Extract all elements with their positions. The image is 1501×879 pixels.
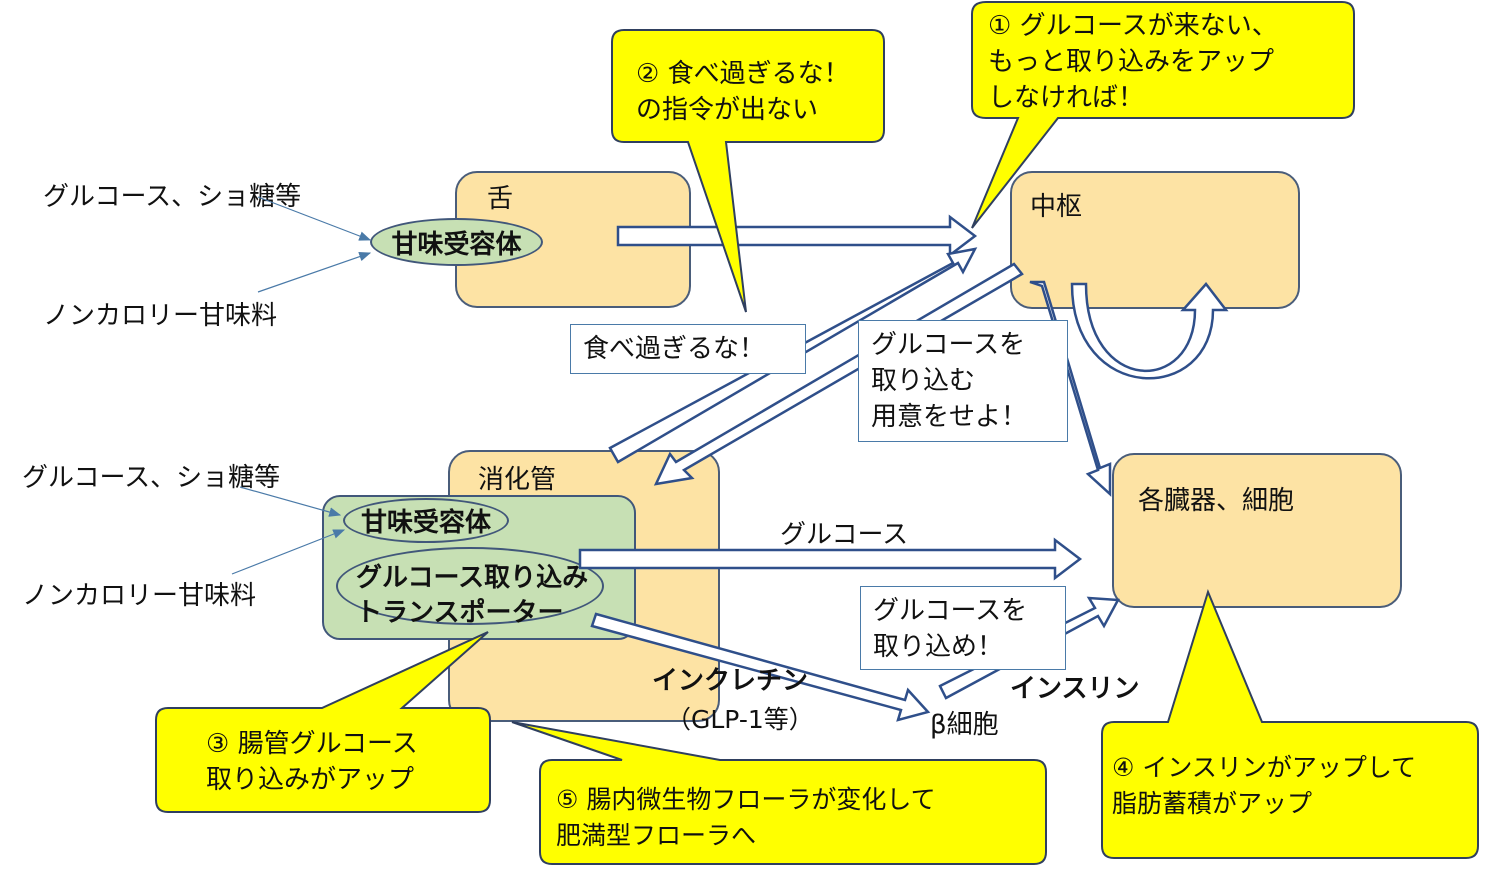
gut-sugar-arrow (239, 486, 342, 517)
dont-overeat-message: 食べ過ぎるな！ (570, 324, 806, 374)
brain-label: 中枢 (1030, 192, 1083, 222)
callout-2-text: ② 食べ過ぎるな！ の指令が出ない (636, 59, 850, 125)
organs-cells-label: 各臓器、細胞 (1138, 486, 1295, 516)
brain-to-gut-arrow (653, 262, 1024, 486)
brain-loop-arrow (1070, 282, 1229, 380)
insulin-label: インスリン (1010, 674, 1140, 704)
callout-5-bubble (511, 721, 1047, 865)
gut-noncal-arrow (231, 529, 346, 575)
tongue-sweet-receptor: 甘味受容体 (370, 218, 543, 266)
glucose-label: グルコース (780, 520, 909, 550)
callout-1-text: ① グルコースが来ない、 もっと取り込みをアップ しなければ！ (988, 11, 1278, 113)
callout-1-bubble (971, 1, 1355, 229)
transporter-line2: トランスポーター (356, 598, 564, 628)
prepare-glucose-message: グルコースを 取り込む 用意をせよ！ (858, 320, 1068, 442)
brain-box (1010, 171, 1300, 309)
callout-3-text: ③ 腸管グルコース 取り込みがアップ (206, 729, 418, 795)
callout-4-text: ④ インスリンがアップして 脂肪蓄積がアップ (1112, 753, 1417, 818)
top-noncal-input: ノンカロリー甘味料 (43, 301, 278, 331)
gut-sugar-input: グルコース、ショ糖等 (22, 463, 281, 493)
glp1-label: （GLP-1等） (666, 705, 814, 734)
callout-5-text: ⑤ 腸内微生物フローラが変化して 肥満型フローラへ (556, 785, 936, 850)
top-noncal-arrow (257, 252, 372, 293)
gut-glucose-arrow (578, 537, 1083, 581)
callout-2-bubble (611, 29, 885, 313)
tongue-label: 舌 (487, 184, 514, 214)
incretin-arrow (590, 612, 931, 722)
top-sugar-arrow (257, 196, 372, 241)
callout-4-bubble (1101, 589, 1479, 859)
take-in-glucose-message: グルコースを 取り込め！ (860, 586, 1066, 670)
callout-3-bubble (155, 631, 491, 813)
gut-label: 消化管 (478, 465, 557, 495)
transporter-line1: グルコース取り込み (356, 563, 589, 593)
gut-noncal-input: ノンカロリー甘味料 (22, 581, 257, 611)
glucose-transporter-ellipse (336, 547, 604, 625)
incretin-label: インクレチン (652, 666, 809, 696)
beta-cell-label: β細胞 (930, 710, 999, 740)
tongue-to-brain-arrow (616, 214, 978, 258)
gut-sweet-receptor: 甘味受容体 (343, 498, 509, 543)
organs-cells-box (1112, 453, 1402, 608)
